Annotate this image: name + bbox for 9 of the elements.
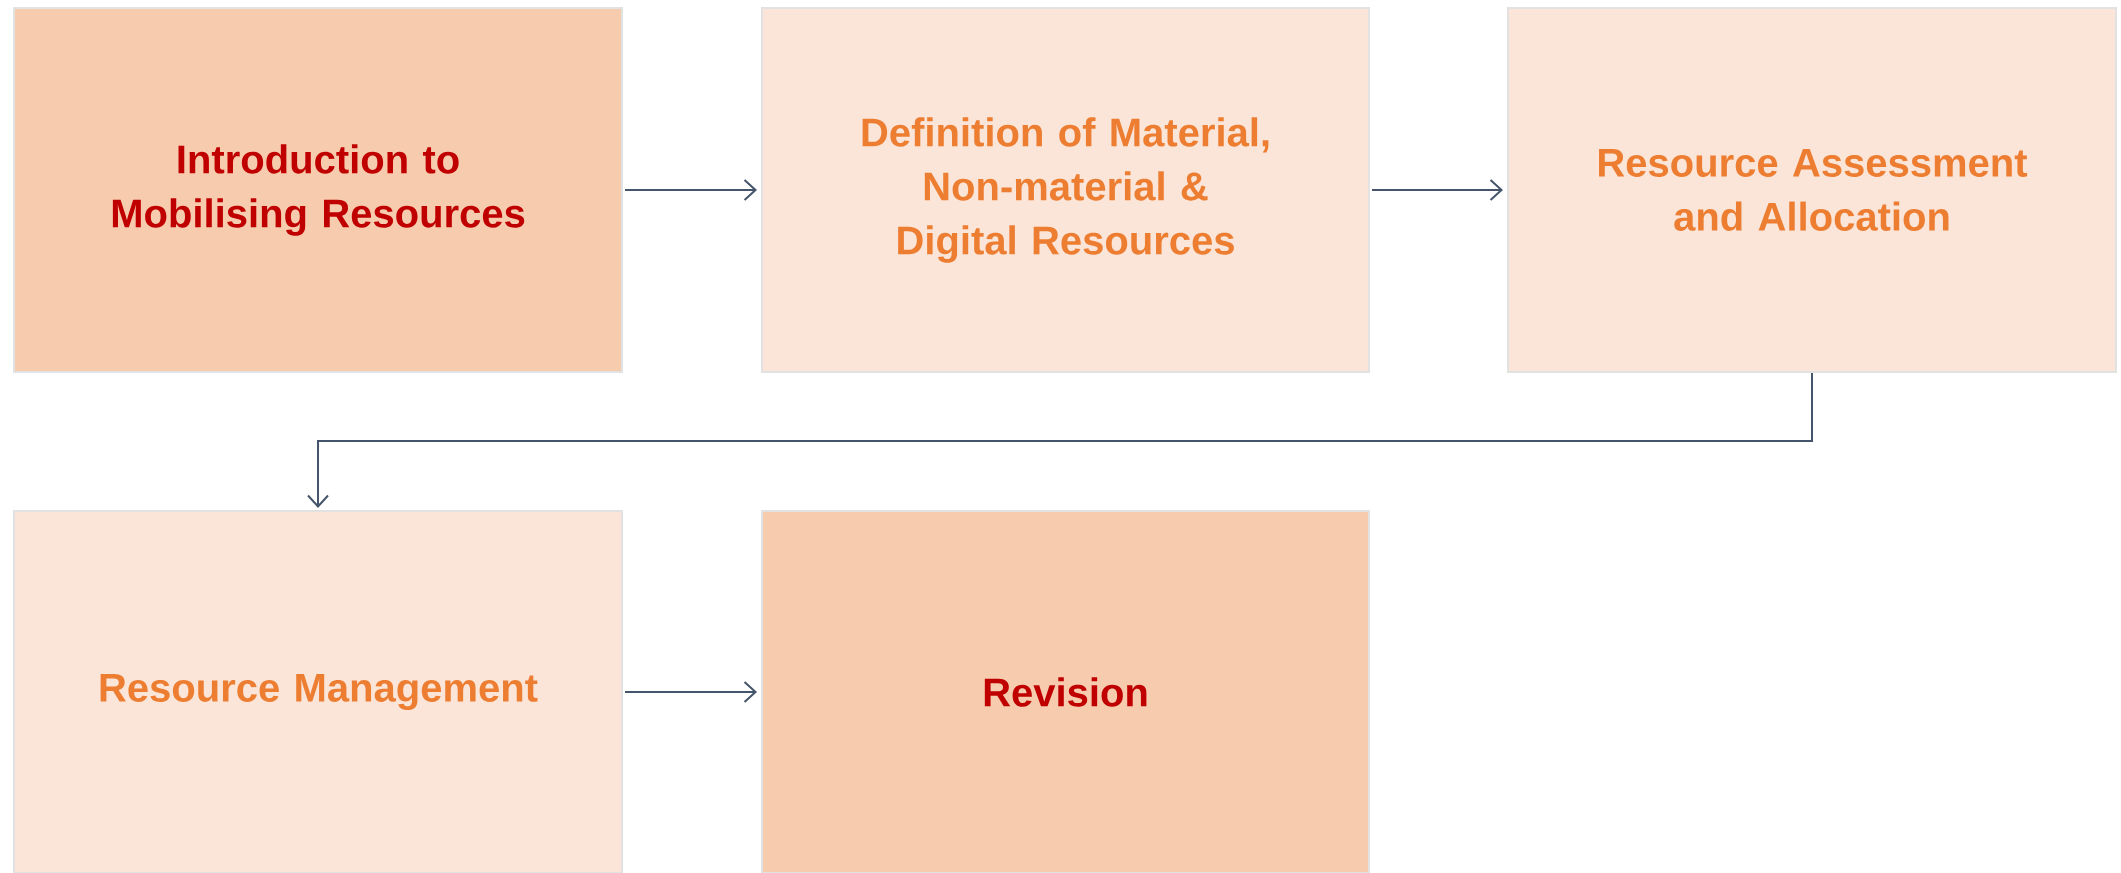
process-box: Definition of Material, Non-material & Digital Resources (761, 7, 1370, 373)
process-box: Resource Assessment and Allocation (1507, 7, 2117, 373)
process-box: Revision (761, 510, 1370, 873)
process-box: Introduction to Mobilising Resources (13, 7, 623, 373)
arrow (307, 372, 1813, 508)
arrow (1489, 179, 1503, 201)
process-box: Resource Management (13, 510, 623, 873)
arrow (743, 179, 757, 201)
arrow (743, 681, 757, 703)
